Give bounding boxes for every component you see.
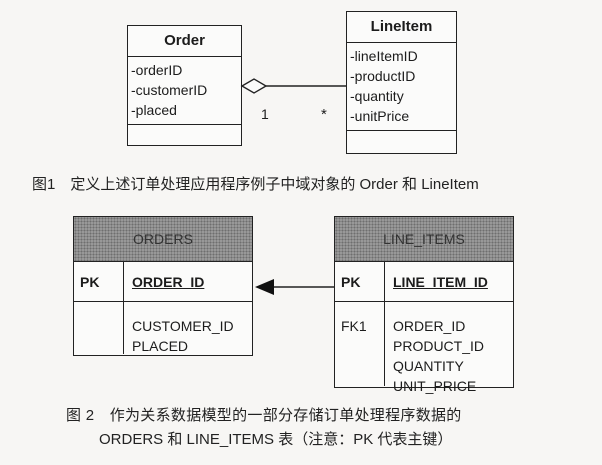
uml-attribute: -quantity [350, 88, 404, 104]
fk-label [74, 302, 124, 354]
uml-attribute: -customerID [131, 82, 208, 98]
arrowhead-icon [255, 279, 274, 295]
lineitem-multiplicity: * [321, 106, 327, 123]
field-rows: FK1 ORDER_ID PRODUCT_ID QUANTITY UNIT_PR… [335, 302, 513, 394]
table-field: PRODUCT_ID [393, 338, 485, 354]
db-table-line-items: LINE_ITEMS PK LINE_ITEM_ID FK1 ORDER_ID … [334, 216, 514, 394]
uml-attribute: -placed [131, 102, 177, 118]
primary-key-row: PK LINE_ITEM_ID [335, 262, 513, 302]
figure1-caption: 图1 定义上述订单处理应用程序例子中域对象的 Order 和 LineItem [32, 176, 479, 193]
figure2-caption-line1: 图 2 作为关系数据模型的一部分存储订单处理程序数据的 [66, 407, 462, 424]
primary-key-row: PK ORDER_ID [74, 262, 252, 302]
uml-attribute: -lineItemID [350, 48, 418, 64]
uml-attribute-list: -orderID -customerID -placed [128, 57, 241, 125]
uml-attribute: -productID [350, 68, 416, 84]
pk-field: ORDER_ID [132, 274, 205, 290]
figure2-caption-line2: ORDERS 和 LINE_ITEMS 表（注意：PK 代表主键） [99, 431, 453, 448]
uml-class-title: Order [128, 26, 241, 57]
pk-field: LINE_ITEM_ID [393, 274, 488, 290]
field-rows: CUSTOMER_ID PLACED [74, 302, 252, 354]
db-table-orders: ORDERS PK ORDER_ID CUSTOMER_ID PLACED [73, 216, 253, 356]
table-field: UNIT_PRICE [393, 378, 477, 394]
pk-label: PK [74, 262, 124, 301]
table-field: QUANTITY [393, 358, 464, 374]
uml-attribute: -orderID [131, 62, 183, 78]
uml-class-lineitem: LineItem -lineItemID -productID -quantit… [346, 11, 457, 154]
table-field: CUSTOMER_ID [132, 318, 234, 334]
table-header: ORDERS [74, 217, 252, 262]
order-multiplicity: 1 [261, 106, 269, 122]
uml-attribute-list: -lineItemID -productID -quantity -unitPr… [347, 43, 456, 131]
uml-class-title: LineItem [347, 12, 456, 43]
fk-label: FK1 [335, 302, 385, 386]
field-list: CUSTOMER_ID PLACED [124, 302, 252, 354]
table-field: ORDER_ID [393, 318, 466, 334]
table-header: LINE_ITEMS [335, 217, 513, 262]
uml-class-order: Order -orderID -customerID -placed [127, 25, 242, 146]
pk-label: PK [335, 262, 385, 301]
field-list: ORDER_ID PRODUCT_ID QUANTITY UNIT_PRICE [385, 302, 513, 394]
uml-attribute: -unitPrice [350, 108, 410, 124]
table-field: PLACED [132, 338, 189, 354]
